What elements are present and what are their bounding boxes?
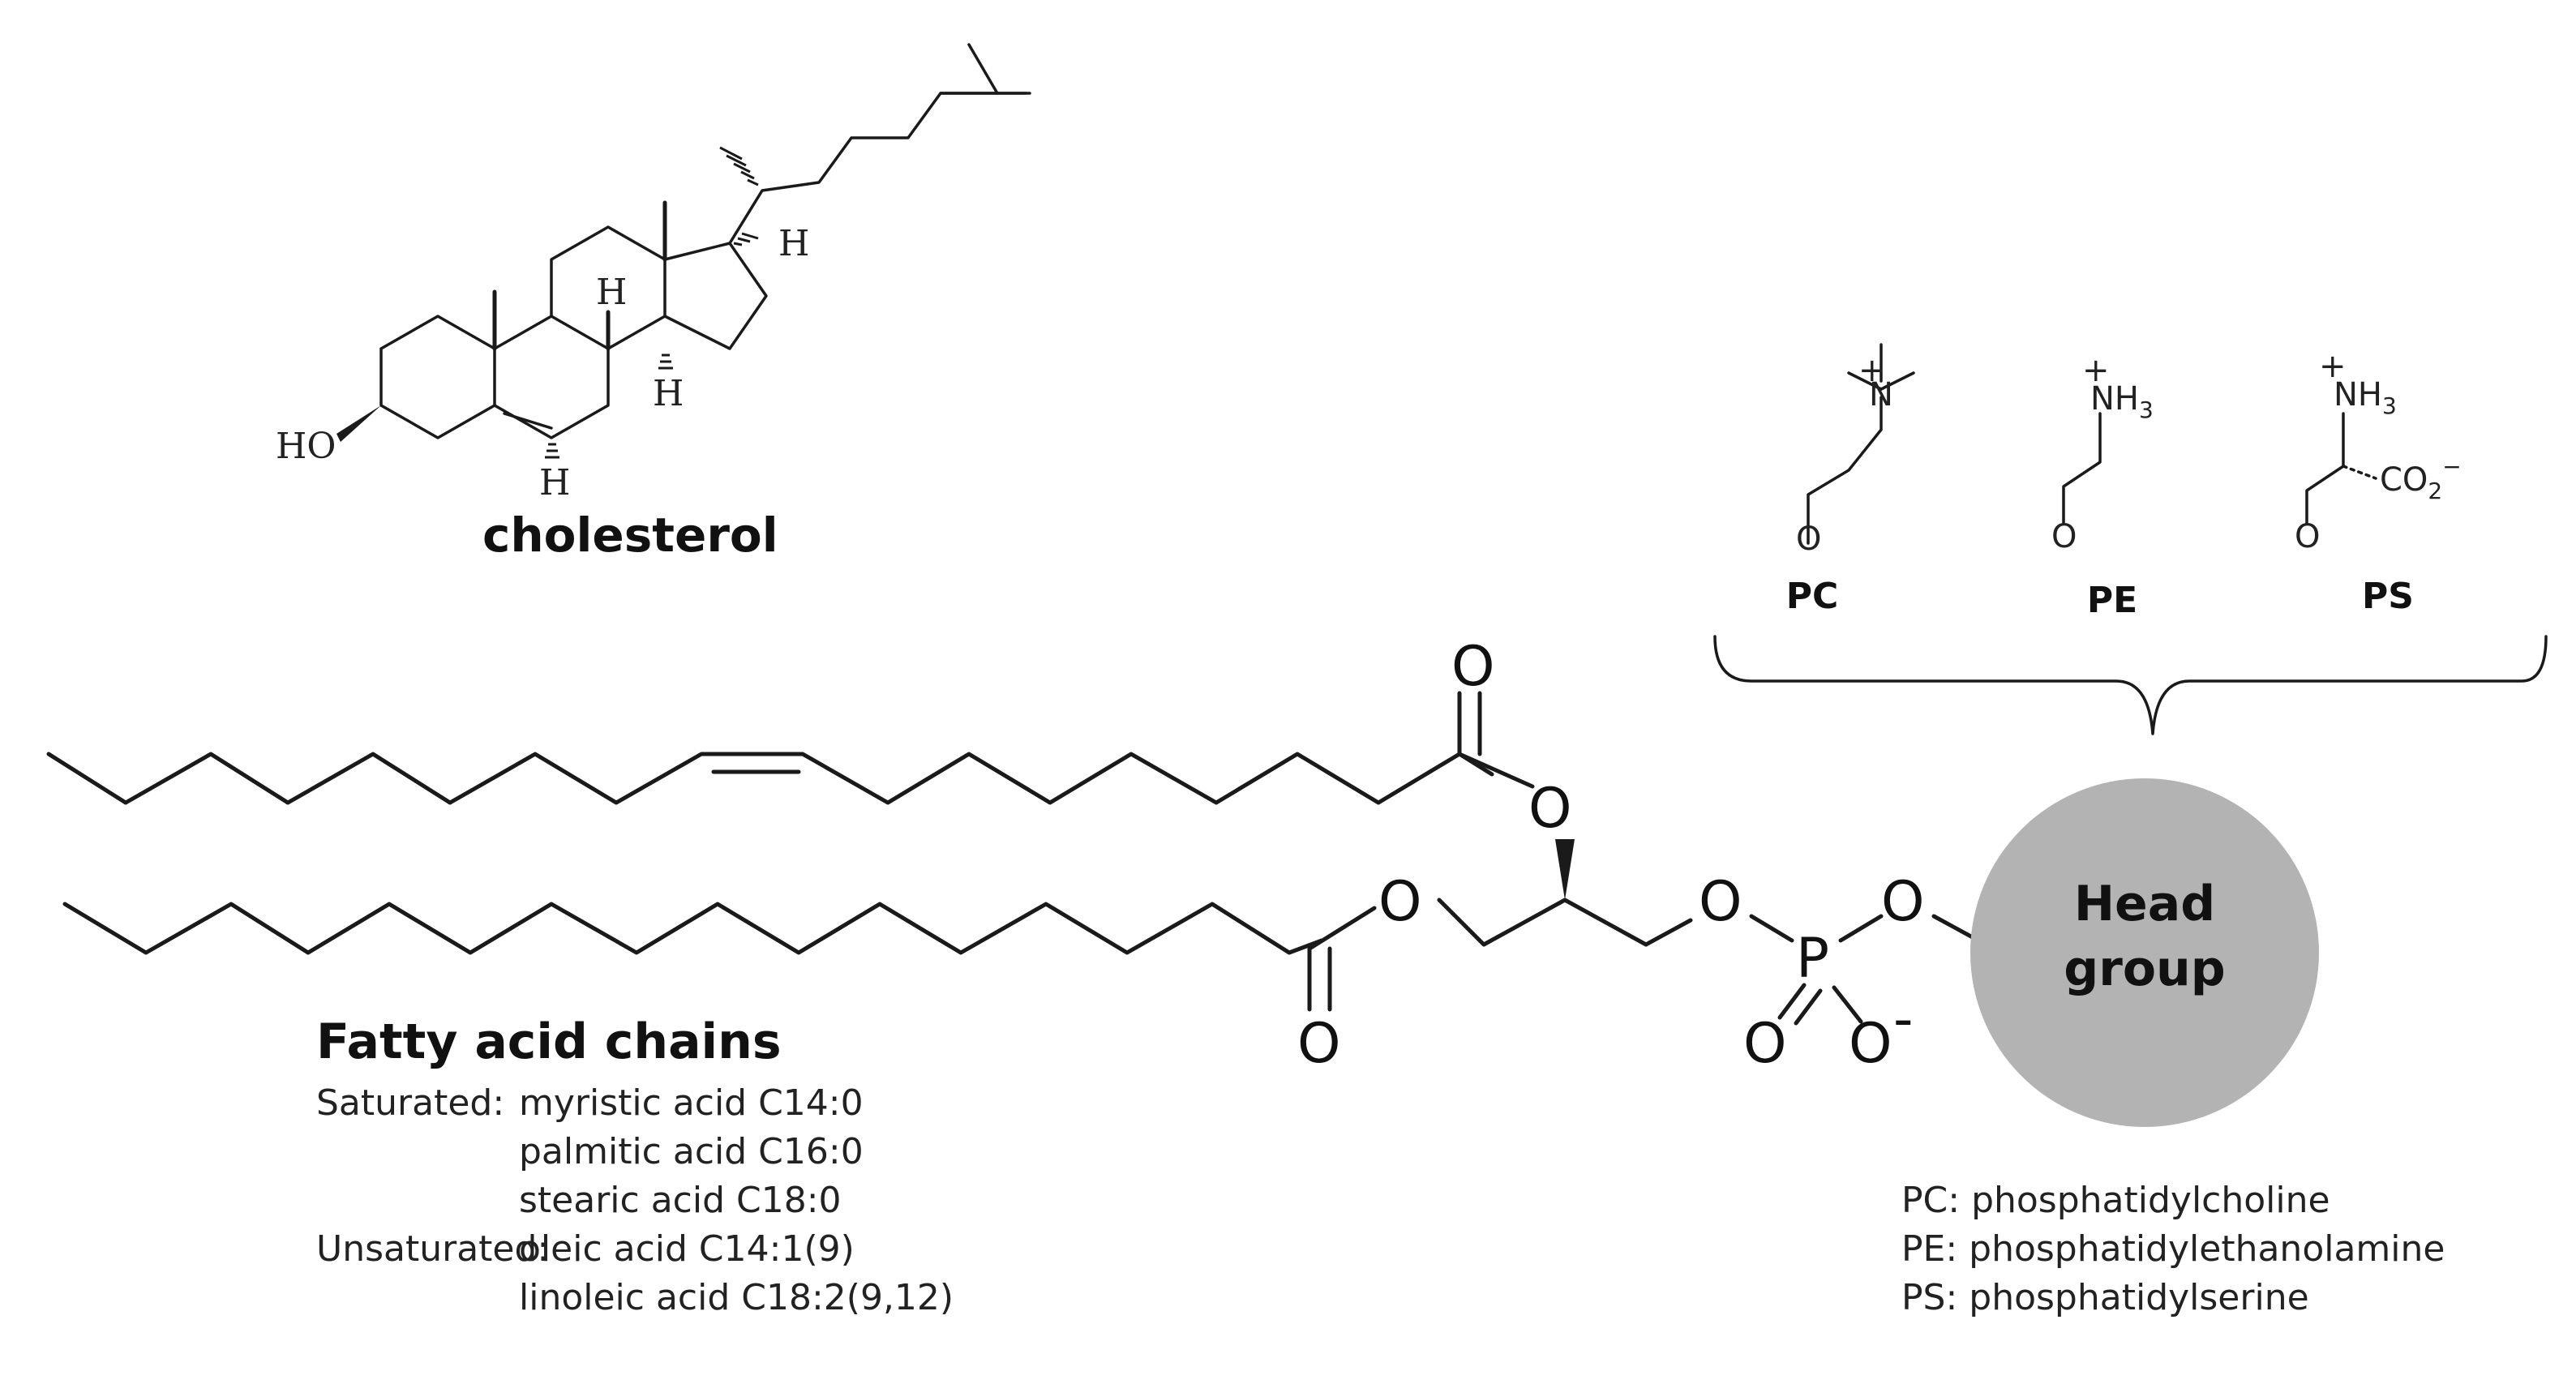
legend-pe: PE: phosphatidylethanolamine xyxy=(1901,1228,2445,1270)
pc-chain xyxy=(1807,396,1883,545)
unsaturated-label: Unsaturated: xyxy=(316,1228,549,1270)
legend-pc: PC: phosphatidylcholine xyxy=(1901,1180,2330,1221)
glycerol-wedge xyxy=(1555,839,1575,900)
ester-bottom-bond xyxy=(1307,906,1377,951)
head-group-circle xyxy=(1970,778,2319,1127)
cholesterol-ring-a xyxy=(379,315,496,439)
phosphate-single-bond xyxy=(1832,985,1863,1024)
carbonyl-o-bottom: O xyxy=(1297,1012,1341,1076)
cholesterol-ring-c xyxy=(550,225,667,350)
saturated-item-3: stearic acid C18:0 xyxy=(519,1180,842,1221)
ps-hashed-bond xyxy=(2342,465,2377,480)
cholesterol-double-bond xyxy=(503,412,553,430)
pe-charge: + xyxy=(2082,352,2110,389)
ps-oxygen: O xyxy=(2295,518,2320,555)
cholesterol-oh-wedge xyxy=(336,405,381,442)
pc-methyl-2 xyxy=(1879,371,1915,391)
cholesterol-h-label-4: H xyxy=(778,223,809,264)
phosphate-o-left: O xyxy=(1699,870,1742,934)
unsaturated-item-2: linoleic acid C18:2(9,12) xyxy=(519,1277,954,1318)
phosphate-minus-charge: - xyxy=(1893,988,1914,1052)
cholesterol-side-chain xyxy=(728,43,999,245)
carbonyl-o-top: O xyxy=(1451,635,1495,699)
pc-oxygen: O xyxy=(1796,521,1821,558)
pe-chain xyxy=(2062,412,2102,525)
ester-top-bond xyxy=(1457,752,1535,789)
fatty-acid-chain-top xyxy=(46,752,1494,805)
unsaturated-item-1: oleic acid C14:1(9) xyxy=(519,1228,855,1270)
phosphate-to-head-bond xyxy=(1931,914,1981,943)
pe-oxygen: O xyxy=(2051,518,2077,555)
cholesterol-hydroxyl-label: HO xyxy=(276,426,336,467)
cholesterol-ring-d xyxy=(663,242,768,350)
pc-charge: + xyxy=(1858,352,1886,389)
fatty-acids-title: Fatty acid chains xyxy=(316,1013,782,1070)
pc-nitrogen: N xyxy=(1869,376,1893,413)
cholesterol-h-label-1: H xyxy=(539,462,570,503)
ps-chain xyxy=(2305,412,2345,525)
phosphate-double-bond-1 xyxy=(1777,983,1807,1020)
pc-methyl-1 xyxy=(1847,371,1883,391)
ps-label: PS xyxy=(2362,576,2414,617)
cholesterol-title: cholesterol xyxy=(482,508,778,563)
head-group-pc: N + O xyxy=(1796,343,1915,558)
ps-carboxylate: CO2− xyxy=(2380,453,2462,504)
pc-label: PC xyxy=(1786,576,1839,617)
phosphorus: P xyxy=(1796,927,1829,991)
head-group-label-line2: group xyxy=(2064,941,2225,997)
cholesterol-h-hashes xyxy=(545,232,759,459)
cholesterol-h-label-3: H xyxy=(653,373,684,414)
head-group-ps: NH3 + CO2− O xyxy=(2295,348,2462,555)
phosphate-o-double: O xyxy=(1743,1012,1787,1076)
cholesterol-structure: HO H H H H xyxy=(276,43,1031,503)
cholesterol-ring-b xyxy=(493,315,610,439)
saturated-label: Saturated: xyxy=(316,1082,504,1124)
cholesterol-dashed-methyl xyxy=(719,146,759,186)
phosphate-bond-right xyxy=(1838,914,1884,943)
pe-amine: NH3 xyxy=(2090,380,2154,423)
phosphate-bond-left xyxy=(1749,914,1794,943)
ester-o-top: O xyxy=(1528,777,1572,841)
fatty-acid-chain-bottom xyxy=(62,902,1324,955)
head-group-label-line1: Head xyxy=(2074,876,2215,932)
phosphate-o-minus: O xyxy=(1849,1012,1892,1076)
legend-ps: PS: phosphatidylserine xyxy=(1901,1277,2309,1318)
ps-amine: NH3 xyxy=(2334,376,2397,419)
saturated-item-1: myristic acid C14:0 xyxy=(519,1082,864,1124)
pe-label: PE xyxy=(2087,580,2137,621)
phosphate-double-bond-2 xyxy=(1794,988,1823,1026)
head-group-pe: NH3 + O xyxy=(2051,352,2154,555)
phosphate-o-right: O xyxy=(1881,870,1925,934)
glycerol-backbone xyxy=(1437,898,1693,947)
saturated-item-2: palmitic acid C16:0 xyxy=(519,1131,864,1172)
ps-charge: + xyxy=(2319,348,2347,385)
cholesterol-h-label-2: H xyxy=(596,272,627,313)
ester-o-bottom: O xyxy=(1378,870,1422,934)
head-group-brace xyxy=(1713,635,2548,735)
